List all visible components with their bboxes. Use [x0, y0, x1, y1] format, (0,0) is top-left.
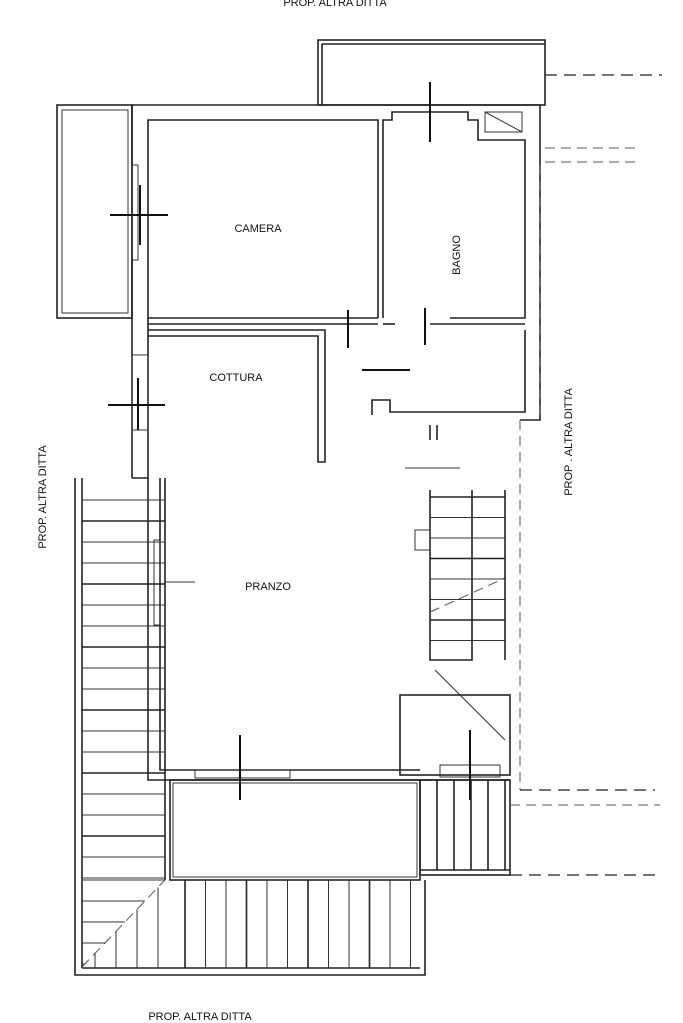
label-right: PROP . ALTRA DITTA — [563, 388, 575, 496]
room-cottura: COTTURA — [209, 372, 263, 384]
room-bagno: BAGNO — [451, 235, 463, 275]
property-boundaries — [510, 74, 662, 876]
label-top: PROP. ALTRA DITTA — [283, 0, 387, 9]
bottom-right-stair — [419, 779, 511, 876]
room-camera: CAMERA — [234, 223, 282, 235]
right-stair — [399, 490, 511, 800]
left-stair — [74, 478, 426, 976]
room-pranzo: PRANZO — [245, 581, 291, 593]
lower-balcony — [169, 779, 421, 881]
label-left: PROP. ALTRA DITTA — [37, 445, 49, 549]
label-bottom: PROP. ALTRA DITTA — [148, 1011, 252, 1023]
walls — [56, 39, 546, 800]
